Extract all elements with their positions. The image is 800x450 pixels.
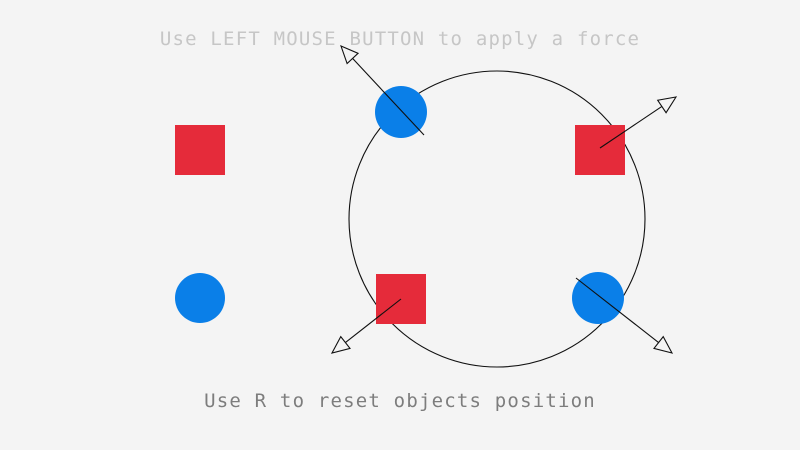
hint-reset-objects: Use R to reset objects position <box>204 390 596 412</box>
force-arrowhead-up-left <box>340 45 360 65</box>
force-arrowhead-down-left <box>330 335 351 354</box>
body-circle-free-left[interactable] <box>175 273 225 323</box>
force-vector-down-right <box>575 277 674 354</box>
body-square-ring-right[interactable] <box>575 125 625 175</box>
force-arrowhead-down-right <box>653 335 674 354</box>
force-shaft-down-left <box>345 298 402 343</box>
body-circle-ring-bottom-right[interactable] <box>572 272 624 324</box>
constraint-ring <box>348 70 646 368</box>
force-vector-down-left <box>330 298 402 354</box>
force-shaft-up-right <box>599 106 663 149</box>
force-vector-up-right <box>599 96 678 149</box>
force-shaft-up-left <box>352 58 425 136</box>
force-shaft-down-right <box>575 277 659 343</box>
body-square-free-left[interactable] <box>175 125 225 175</box>
force-vector-up-left <box>340 45 425 136</box>
hint-apply-force: Use LEFT MOUSE BUTTON to apply a force <box>159 28 641 50</box>
force-arrowhead-up-right <box>656 96 678 114</box>
